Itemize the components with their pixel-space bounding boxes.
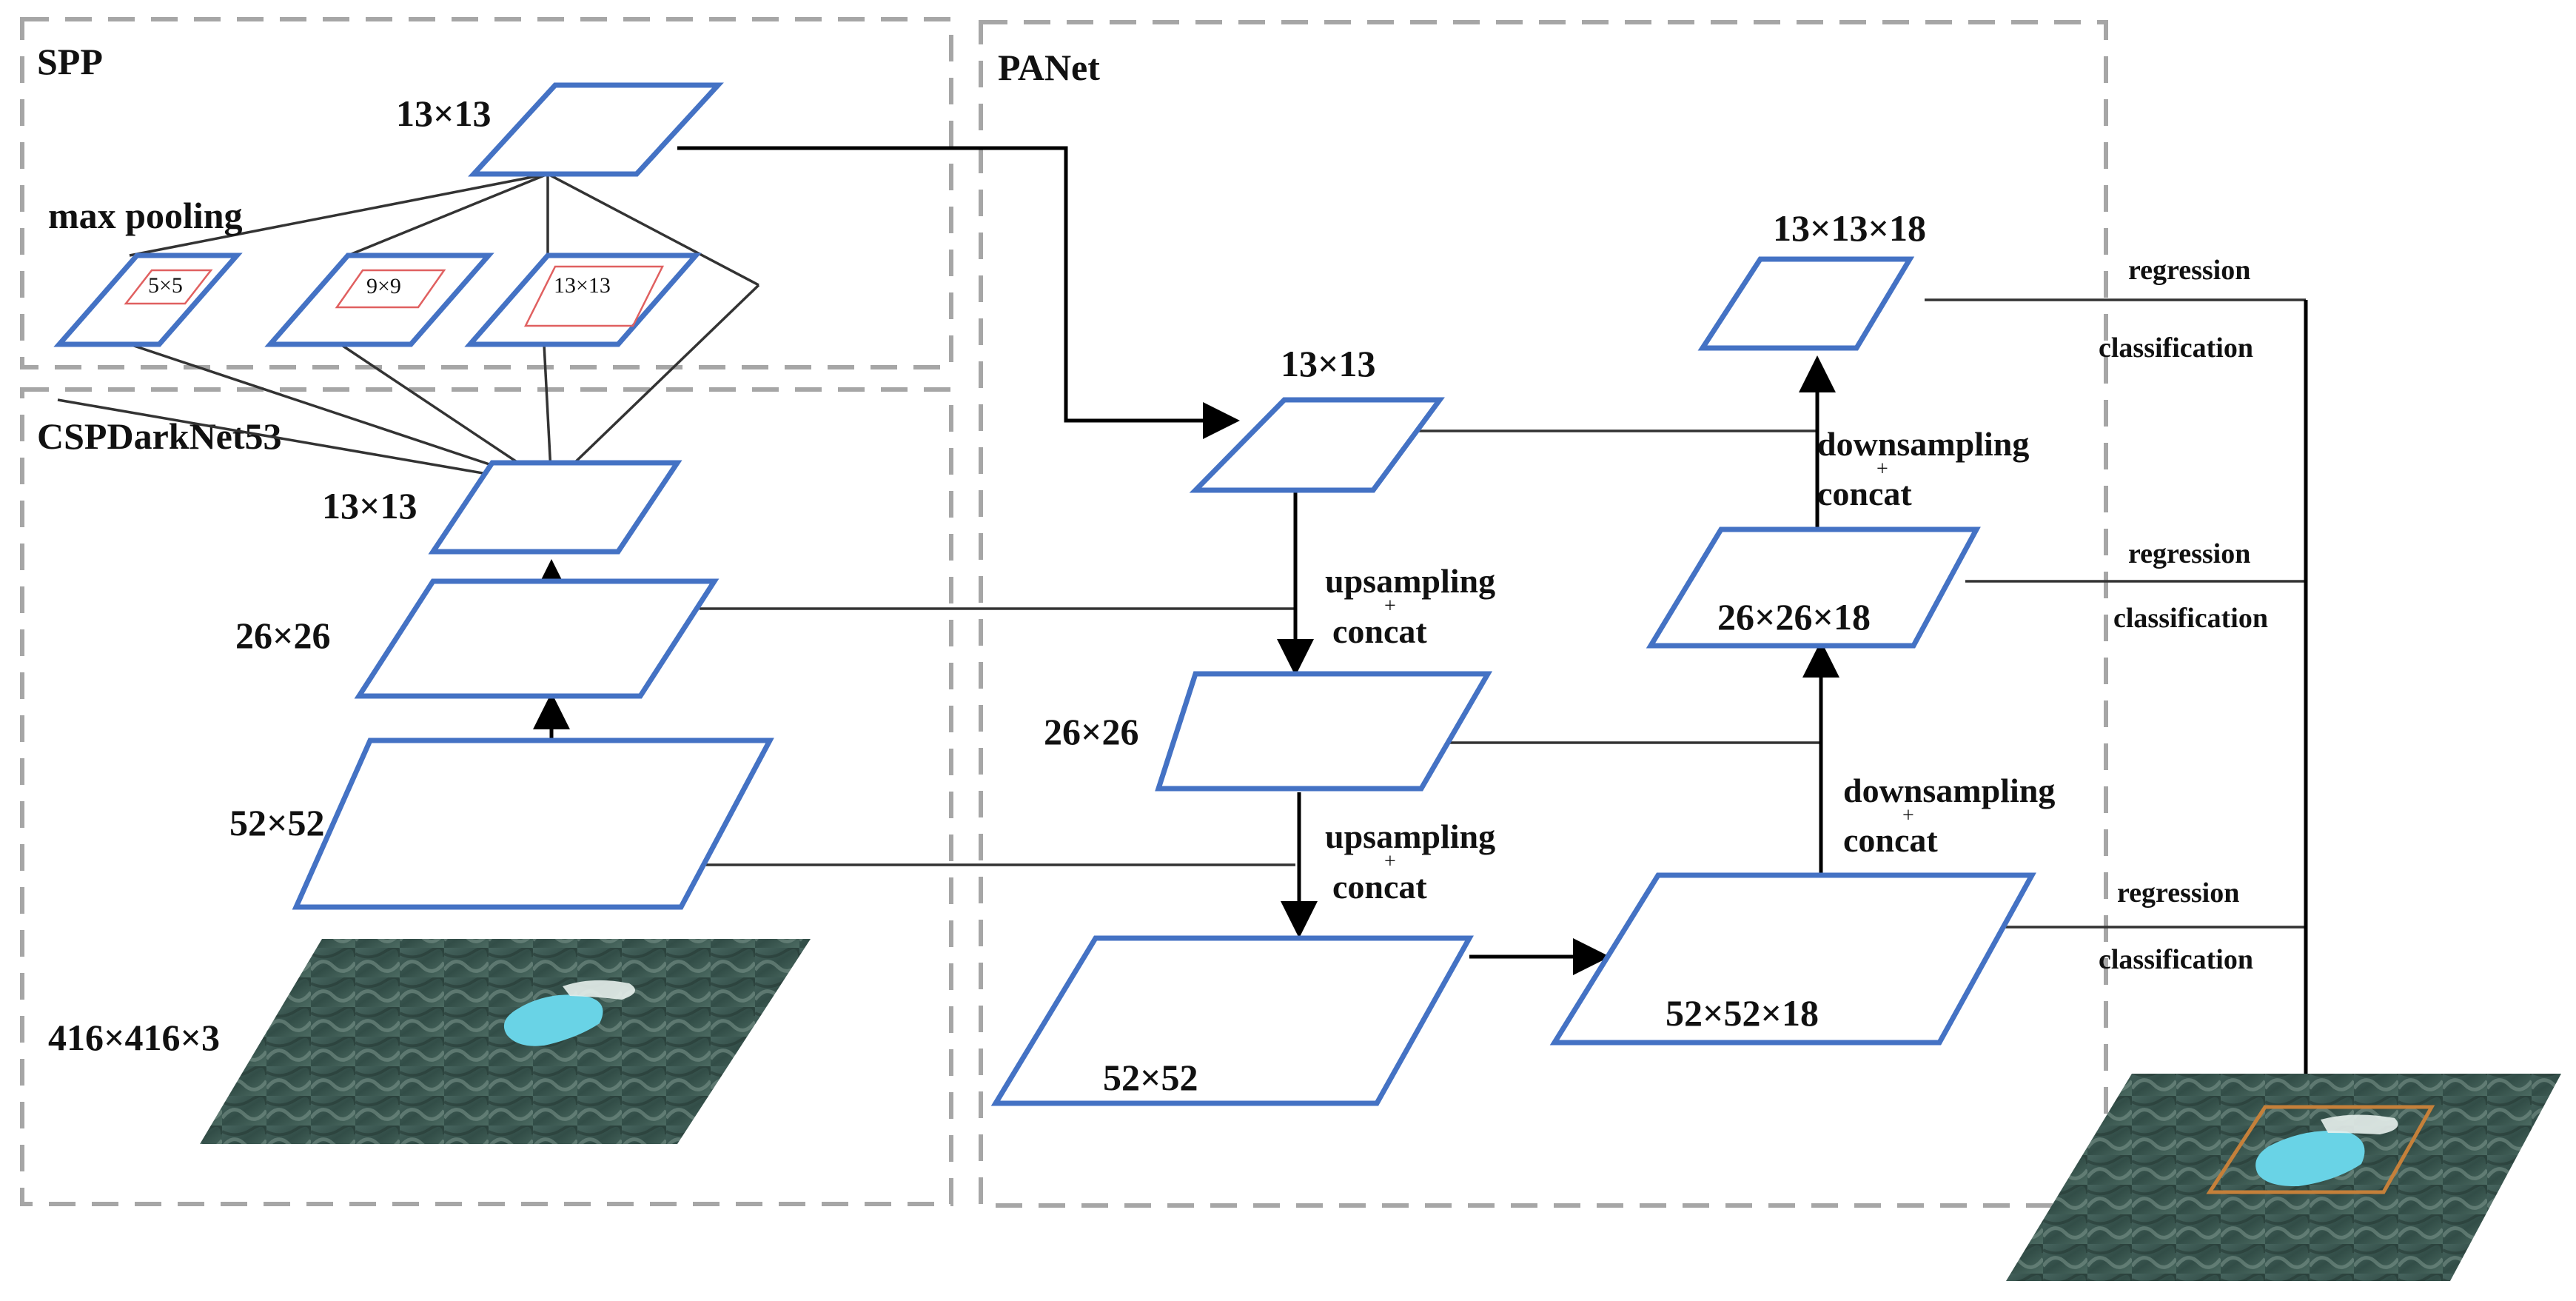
backbone-label-26x26: 26×26	[235, 615, 331, 656]
concat-label-1: concat	[1332, 612, 1427, 650]
panet-label-52x52: 52×52	[1103, 1057, 1198, 1098]
pool-label-13x13: 13×13	[554, 273, 611, 298]
regression-label-3: regression	[2117, 877, 2239, 909]
upsampling-plus-1: +	[1384, 595, 1396, 618]
spp-top-label: 13×13	[396, 93, 492, 134]
pool-inner-13x13	[523, 265, 665, 327]
pool-inner-5x5	[124, 269, 213, 305]
downsampling-plus-1: +	[1876, 458, 1888, 481]
backbone-map-52x52	[292, 738, 774, 910]
max-pooling-label: max pooling	[48, 195, 243, 236]
panet-map-26x26	[1155, 671, 1493, 792]
classification-label-2: classification	[2113, 603, 2268, 634]
panet-section-border	[979, 20, 2108, 1208]
upsampling-label-2: upsampling	[1325, 817, 1495, 855]
panet-section-title: PANet	[998, 47, 1100, 88]
downsampling-label-1: downsampling	[1817, 425, 2029, 463]
backbone-label-52x52: 52×52	[229, 802, 325, 843]
output-satellite-image	[2006, 1074, 2561, 1281]
spp-pool-5x5	[53, 252, 243, 347]
output-label-52x52x18: 52×52×18	[1666, 992, 1819, 1034]
pool-label-9x9: 9×9	[366, 274, 401, 298]
output-label-13x13x18: 13×13×18	[1773, 207, 1926, 249]
concat-label-2: concat	[1332, 868, 1427, 906]
backbone-map-13x13	[428, 460, 682, 555]
upsampling-label-1: upsampling	[1325, 562, 1495, 600]
backbone-section-border	[20, 387, 953, 1206]
downsampling-label-2: downsampling	[1843, 772, 2055, 809]
output-label-26x26x18: 26×26×18	[1717, 596, 1871, 638]
upsampling-plus-2: +	[1384, 850, 1396, 873]
regression-label-1: regression	[2128, 255, 2250, 286]
output-map-26x26x18	[1646, 526, 1981, 649]
backbone-label-13x13: 13×13	[322, 485, 417, 526]
backbone-section-title: CSPDarkNet53	[37, 415, 282, 457]
panet-label-13x13: 13×13	[1281, 343, 1376, 384]
concat-label-4: concat	[1843, 821, 1938, 859]
detection-bounding-box	[2206, 1105, 2435, 1194]
panet-label-26x26: 26×26	[1044, 711, 1139, 752]
panet-map-52x52	[990, 935, 1474, 1106]
pool-label-5x5: 5×5	[148, 273, 183, 298]
input-water-body	[503, 994, 603, 1046]
panet-map-13x13	[1189, 397, 1445, 493]
spp-top-map	[468, 82, 724, 177]
output-water-body	[2255, 1130, 2365, 1187]
output-map-52x52x18	[1549, 872, 2036, 1046]
output-map-13x13x18	[1697, 256, 1915, 351]
spp-section-border	[20, 17, 953, 369]
classification-label-3: classification	[2099, 944, 2253, 975]
classification-label-1: classification	[2099, 332, 2253, 364]
concat-label-3: concat	[1817, 475, 1912, 512]
spp-section-title: SPP	[37, 41, 103, 82]
regression-label-2: regression	[2128, 538, 2250, 569]
input-satellite-image	[200, 939, 811, 1144]
spp-pool-9x9	[264, 252, 494, 347]
downsampling-plus-2: +	[1902, 804, 1914, 827]
backbone-map-26x26	[354, 578, 720, 699]
pool-inner-9x9	[335, 269, 446, 309]
input-size-label: 416×416×3	[48, 1017, 220, 1058]
